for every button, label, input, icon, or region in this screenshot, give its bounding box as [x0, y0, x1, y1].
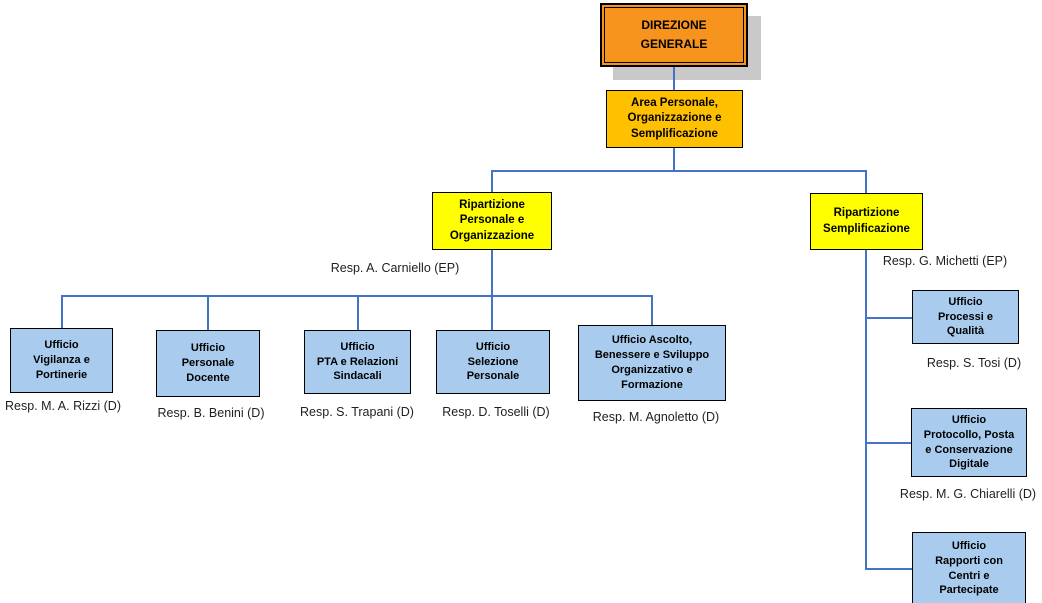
node-ufficio-selezione: Ufficio Selezione Personale — [436, 330, 550, 394]
connector-line-semplificazione-vertical — [865, 250, 867, 570]
resp-label-chiarelli: Resp. M. G. Chiarelli (D) — [899, 487, 1037, 501]
node-direzione-generale: DIREZIONE GENERALE — [600, 3, 748, 67]
resp-label-rizzi: Resp. M. A. Rizzi (D) — [5, 399, 121, 413]
resp-label-benini: Resp. B. Benini (D) — [157, 406, 265, 420]
resp-label-tosi: Resp. S. Tosi (D) — [926, 356, 1022, 370]
resp-label-agnoletto: Resp. M. Agnoletto (D) — [592, 410, 720, 424]
resp-label-carniello: Resp. A. Carniello (EP) — [330, 261, 460, 275]
node-area-personale: Area Personale, Organizzazione e Semplif… — [606, 90, 743, 148]
node-ufficio-vigilanza: Ufficio Vigilanza e Portinerie — [10, 328, 113, 393]
node-ufficio-protocollo: Ufficio Protocollo, Posta e Conservazion… — [911, 408, 1027, 477]
resp-label-trapani: Resp. S. Trapani (D) — [300, 405, 414, 419]
connector-line-stub-processi — [865, 317, 912, 319]
connector-line-stub-rapporti — [865, 568, 913, 570]
resp-label-michetti: Resp. G. Michetti (EP) — [882, 254, 1008, 268]
node-ufficio-ascolto: Ufficio Ascolto, Benessere e Sviluppo Or… — [578, 325, 726, 401]
node-ripartizione-personale: Ripartizione Personale e Organizzazione — [432, 192, 552, 250]
connector-line-area-down — [673, 148, 675, 171]
node-ufficio-rapporti: Ufficio Rapporti con Centri e Partecipat… — [912, 532, 1026, 603]
connector-line-root-area — [673, 67, 675, 90]
connector-line-drop-ufficio-2 — [207, 295, 209, 330]
connector-line-stub-protocollo — [865, 442, 911, 444]
node-ufficio-processi: Ufficio Processi e Qualità — [912, 290, 1019, 344]
connector-line-drop-ufficio-1 — [61, 295, 63, 328]
connector-line-drop-ufficio-5 — [651, 295, 653, 325]
connector-line-personale-down — [491, 250, 493, 330]
node-ufficio-pta: Ufficio PTA e Relazioni Sindacali — [304, 330, 411, 394]
connector-line-branch-horizontal — [491, 170, 867, 172]
connector-line-drop-personale — [491, 170, 493, 192]
connector-line-drop-ufficio-3 — [357, 295, 359, 330]
node-ripartizione-semplificazione: Ripartizione Semplificazione — [810, 193, 923, 250]
resp-label-toselli: Resp. D. Toselli (D) — [442, 405, 550, 419]
node-ufficio-personale-docente: Ufficio Personale Docente — [156, 330, 260, 397]
connector-line-drop-semplificazione — [865, 170, 867, 193]
